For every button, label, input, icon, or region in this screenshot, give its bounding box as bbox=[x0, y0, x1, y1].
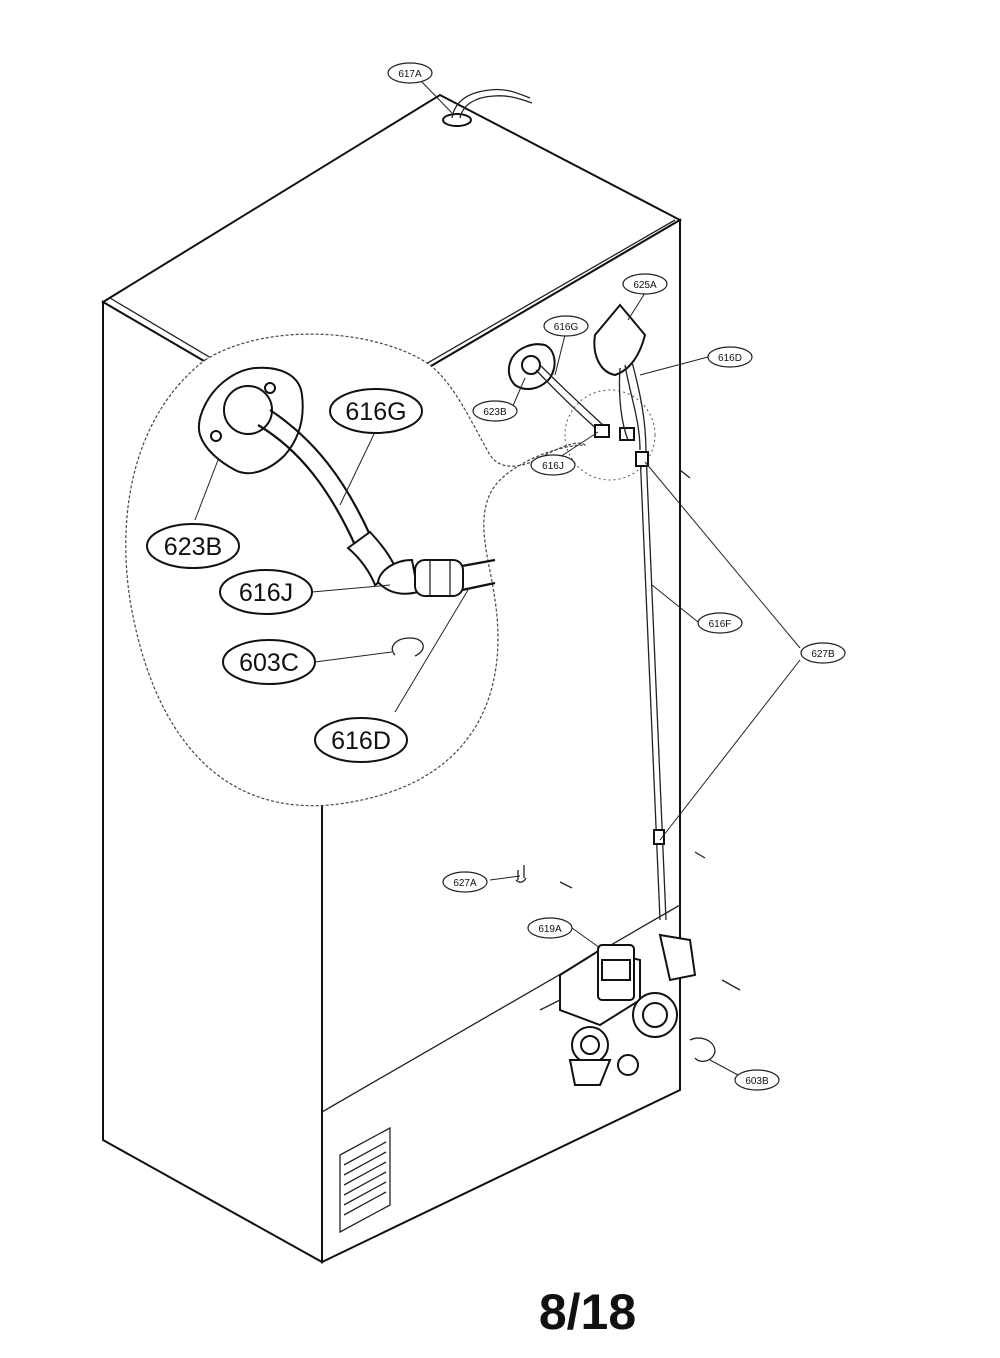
svg-text:619A: 619A bbox=[538, 924, 562, 935]
callout-603b: 603B bbox=[734, 1069, 780, 1091]
page-number: 8/18 bbox=[538, 1284, 637, 1340]
callout-603c-big: 603C bbox=[222, 639, 316, 685]
svg-text:616G: 616G bbox=[554, 322, 579, 333]
water-valve-619a bbox=[539, 933, 741, 1086]
svg-text:617A: 617A bbox=[398, 69, 422, 80]
svg-text:627B: 627B bbox=[811, 649, 835, 660]
svg-text:623B: 623B bbox=[483, 407, 507, 418]
callout-623b-small: 623B bbox=[472, 400, 518, 422]
svg-text:625A: 625A bbox=[633, 280, 657, 291]
svg-text:627A: 627A bbox=[453, 878, 477, 889]
svg-text:616J: 616J bbox=[239, 579, 293, 607]
callout-627b: 627B bbox=[800, 642, 846, 664]
svg-text:616D: 616D bbox=[331, 727, 391, 755]
callout-617a: 617A bbox=[387, 62, 433, 84]
callout-625a: 625A bbox=[622, 273, 668, 295]
callout-616f: 616F bbox=[697, 612, 743, 634]
magnified-parts bbox=[197, 366, 496, 657]
callout-616g-big: 616G bbox=[329, 388, 423, 434]
callout-619a: 619A bbox=[527, 917, 573, 939]
svg-text:603B: 603B bbox=[745, 1076, 769, 1087]
svg-text:616D: 616D bbox=[718, 353, 742, 364]
upper-fittings bbox=[507, 303, 706, 921]
svg-text:616J: 616J bbox=[542, 461, 564, 472]
svg-text:616G: 616G bbox=[345, 398, 406, 426]
top-grommet-617a bbox=[442, 88, 533, 127]
svg-text:623B: 623B bbox=[164, 533, 222, 561]
callout-616d-big: 616D bbox=[314, 717, 408, 763]
callout-616j-small: 616J bbox=[530, 454, 576, 476]
callout-623b-big: 623B bbox=[146, 523, 240, 569]
callout-616j-big: 616J bbox=[219, 569, 313, 615]
vent-grille bbox=[339, 1126, 391, 1234]
callout-616g-small: 616G bbox=[543, 315, 589, 337]
callout-616d-small: 616D bbox=[707, 346, 753, 368]
leader-lines bbox=[194, 79, 801, 1076]
svg-text:616F: 616F bbox=[709, 619, 732, 630]
callout-627a: 627A bbox=[442, 871, 488, 893]
svg-text:603C: 603C bbox=[239, 649, 299, 677]
